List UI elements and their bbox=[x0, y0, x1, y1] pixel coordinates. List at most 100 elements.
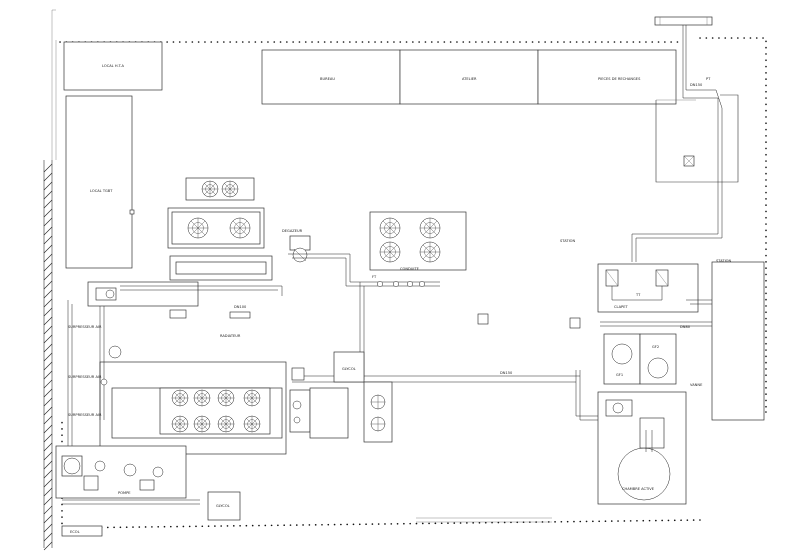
hatch-stroke bbox=[43, 379, 53, 389]
hatch-stroke bbox=[43, 352, 53, 362]
room-local-tgbt: LOCAL TGBT bbox=[65, 95, 135, 269]
left-piping: SURPRESSEUR AIR SURPRESSEUR AIR SURPRESS… bbox=[67, 300, 122, 471]
hatch-stroke bbox=[43, 442, 53, 452]
hatched-wall bbox=[43, 160, 53, 551]
tag-dn80-right: DN80 bbox=[680, 325, 691, 329]
valve-symbol bbox=[393, 281, 399, 287]
valve-symbol bbox=[377, 281, 383, 287]
room-pieces-rechange-label: PIECES DE RECHANGES bbox=[598, 77, 641, 81]
room-local-tgbt-label: LOCAL TGBT bbox=[90, 189, 113, 193]
fan-unit bbox=[243, 415, 261, 433]
room-glycol-bottom-label: GLYCOL bbox=[216, 504, 230, 508]
room-gf1: GF1 bbox=[603, 333, 641, 385]
fan-unit bbox=[419, 241, 441, 263]
label-degazeur: DEGAZEUR bbox=[282, 229, 303, 233]
room-glycol-mid: GLYCOL bbox=[333, 351, 365, 383]
hatch-stroke bbox=[43, 280, 53, 290]
chiller-block-main bbox=[99, 361, 393, 455]
tag-dn150-top: DN150 bbox=[690, 83, 703, 87]
hatch-stroke bbox=[43, 307, 53, 317]
label-surpresseur-air-3: SURPRESSEUR AIR bbox=[68, 413, 102, 417]
hatch-stroke bbox=[43, 406, 53, 416]
fan-unit bbox=[379, 217, 401, 239]
hatch-stroke bbox=[43, 253, 53, 263]
hatch-stroke bbox=[43, 343, 53, 353]
hatch-stroke bbox=[43, 316, 53, 326]
label-ecol: ECOL bbox=[70, 530, 80, 534]
marker-square-3 bbox=[291, 367, 305, 381]
hatch-stroke bbox=[43, 460, 53, 470]
room-gf2: GF2 bbox=[639, 333, 677, 385]
label-surpresseur-air-1: SURPRESSEUR AIR bbox=[68, 325, 102, 329]
hatch-stroke bbox=[43, 505, 53, 515]
label-conduite: CONDUITE bbox=[400, 267, 420, 271]
fan-unit bbox=[379, 241, 401, 263]
hatch-stroke bbox=[43, 163, 53, 173]
hatch-stroke bbox=[43, 271, 53, 281]
hatch-stroke bbox=[43, 514, 53, 524]
tag-dn150-mid: DN150 bbox=[500, 371, 513, 375]
valve-symbol bbox=[419, 281, 425, 287]
fan-unit bbox=[171, 389, 189, 407]
label-station-right: STATION bbox=[716, 259, 731, 263]
hatch-stroke bbox=[43, 451, 53, 461]
fan-unit bbox=[171, 415, 189, 433]
hatch-stroke bbox=[43, 190, 53, 200]
hatch-stroke bbox=[43, 361, 53, 371]
label-surpresseur-air-2: SURPRESSEUR AIR bbox=[68, 375, 102, 379]
right-piping: STATION DN80 VANNE bbox=[600, 259, 765, 421]
degazeur: DEGAZEUR bbox=[282, 229, 311, 263]
hatch-stroke bbox=[43, 172, 53, 182]
room-clapet-label: CLAPET bbox=[614, 305, 628, 309]
hatch-stroke bbox=[43, 226, 53, 236]
hatch-stroke bbox=[43, 217, 53, 227]
room-bureau-label: BUREAU bbox=[320, 77, 335, 81]
upper-right-enclosure: DN150 PT bbox=[631, 77, 739, 262]
fan-unit bbox=[193, 389, 211, 407]
hatch-stroke bbox=[43, 496, 53, 506]
corner-box: ECOL bbox=[61, 525, 103, 537]
hatch-stroke bbox=[43, 325, 53, 335]
hatch-stroke bbox=[43, 487, 53, 497]
room-chambre-active: CHAMBRE ACTIVE bbox=[597, 391, 687, 505]
hatch-stroke bbox=[43, 244, 53, 254]
fan-unit bbox=[419, 217, 441, 239]
hatch-stroke bbox=[43, 334, 53, 344]
pump-skid-upper: DN100 RADIATEUR bbox=[87, 255, 283, 338]
tag-ft-mid: FT bbox=[372, 275, 377, 279]
hatch-stroke bbox=[43, 469, 53, 479]
bottom-track bbox=[416, 517, 552, 523]
hatch-stroke bbox=[43, 235, 53, 245]
building-atelier: ATELIER bbox=[399, 49, 539, 105]
cooler-block-right bbox=[369, 211, 467, 271]
hatch-stroke bbox=[43, 433, 53, 443]
hatch-stroke bbox=[43, 289, 53, 299]
hatch-stroke bbox=[43, 478, 53, 488]
hatch-stroke bbox=[43, 208, 53, 218]
hatch-stroke bbox=[43, 388, 53, 398]
fan-unit bbox=[217, 415, 235, 433]
fan-unit bbox=[217, 389, 235, 407]
label-radiateur: RADIATEUR bbox=[220, 334, 241, 338]
hatch-stroke bbox=[43, 541, 53, 551]
fan-unit bbox=[193, 415, 211, 433]
hatch-stroke bbox=[43, 415, 53, 425]
room-local-hta-label: LOCAL H.T.A bbox=[102, 64, 125, 68]
fan-unit bbox=[201, 180, 219, 198]
room-clapet: CLAPET TT bbox=[597, 263, 699, 313]
tag-pompe: POMPE bbox=[118, 491, 131, 495]
tag-tt-clapet: TT bbox=[635, 293, 641, 297]
hatch-stroke bbox=[43, 370, 53, 380]
pump-station-bottom-left: POMPE bbox=[55, 445, 200, 505]
tag-vanne-right: VANNE bbox=[690, 383, 703, 387]
room-gf2-label: GF2 bbox=[652, 345, 659, 349]
hatch-stroke bbox=[43, 424, 53, 434]
room-local-hta: LOCAL H.T.A bbox=[63, 41, 163, 91]
entrance-gate bbox=[654, 16, 713, 90]
hatch-stroke bbox=[43, 298, 53, 308]
room-gf1-label: GF1 bbox=[616, 373, 623, 377]
room-glycol-bottom: GLYCOL bbox=[207, 491, 241, 521]
building-pieces-rechange: PIECES DE RECHANGES bbox=[537, 49, 677, 105]
hatch-stroke bbox=[43, 397, 53, 407]
